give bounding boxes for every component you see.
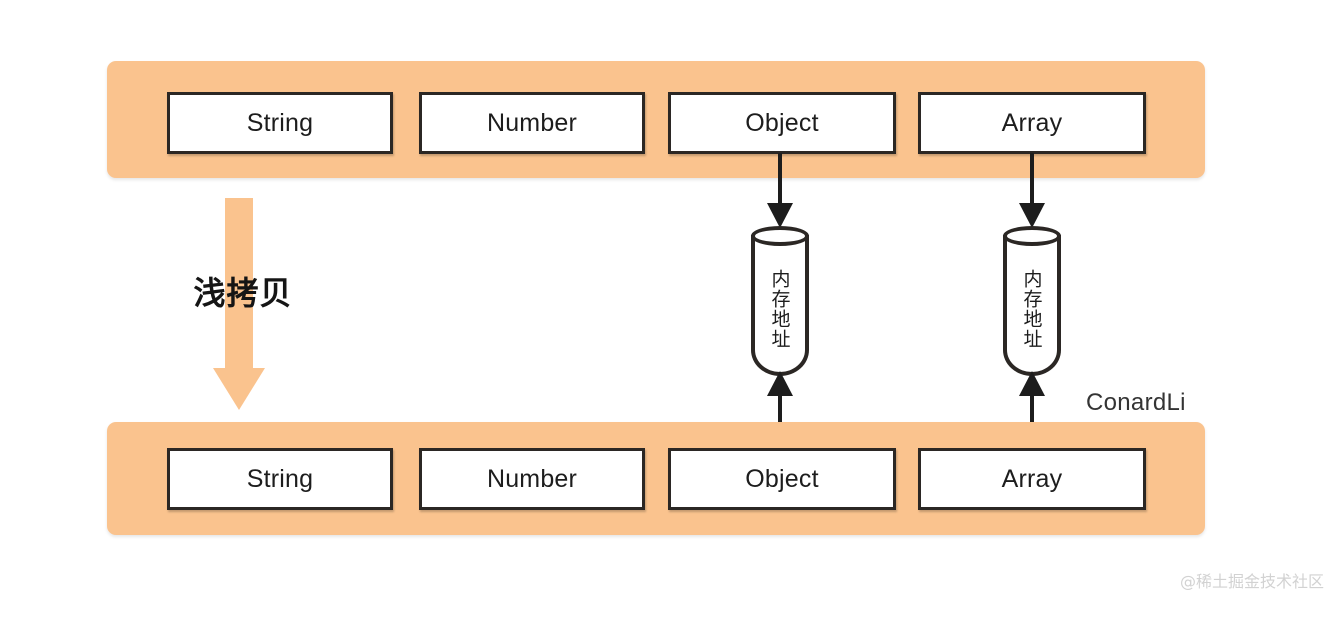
copied-box-object-label: Object [745, 464, 819, 493]
shallow-copy-arrow-shaft [225, 198, 253, 370]
copied-box-object: Object [668, 448, 896, 510]
shallow-copy-arrow-icon [205, 198, 275, 410]
source-box-object-label: Object [745, 108, 819, 137]
arrow-head-up-object-bottom [767, 371, 793, 396]
source-box-array-label: Array [1001, 108, 1063, 137]
connector-line-object-top [778, 153, 782, 209]
arrow-head-down-object-top [767, 203, 793, 228]
site-watermark: @稀土掘金技术社区 [1180, 572, 1325, 591]
shallow-copy-label: 浅拷贝 [193, 274, 293, 312]
memory-address-label-object: 内存地址 [768, 269, 791, 349]
source-box-array: Array [918, 92, 1146, 154]
author-watermark: ConardLi [1086, 389, 1186, 416]
cylinder-body [1003, 235, 1061, 376]
connector-line-array-top [1030, 153, 1034, 209]
arrow-head-up-array-bottom [1019, 371, 1045, 396]
memory-address-cylinder-object: 内存地址 [751, 226, 809, 376]
source-box-object: Object [668, 92, 896, 154]
source-box-number-label: Number [486, 108, 578, 137]
cylinder-body [751, 235, 809, 376]
memory-address-label-array: 内存地址 [1020, 269, 1043, 349]
source-box-number: Number [419, 92, 645, 154]
shallow-copy-arrow-head [213, 368, 265, 410]
connector-line-array-bottom [1030, 393, 1034, 450]
copied-box-array: Array [918, 448, 1146, 510]
source-box-string-label: String [246, 108, 314, 137]
arrow-head-down-array-top [1019, 203, 1045, 228]
connector-line-object-bottom [778, 393, 782, 450]
copied-box-array-label: Array [1001, 464, 1063, 493]
memory-address-cylinder-array: 内存地址 [1003, 226, 1061, 376]
copied-box-number: Number [419, 448, 645, 510]
copied-box-string: String [167, 448, 393, 510]
source-box-string: String [167, 92, 393, 154]
copied-box-number-label: Number [486, 464, 578, 493]
cylinder-top-ellipse [751, 226, 809, 246]
copied-box-string-label: String [246, 464, 314, 493]
cylinder-top-ellipse [1003, 226, 1061, 246]
